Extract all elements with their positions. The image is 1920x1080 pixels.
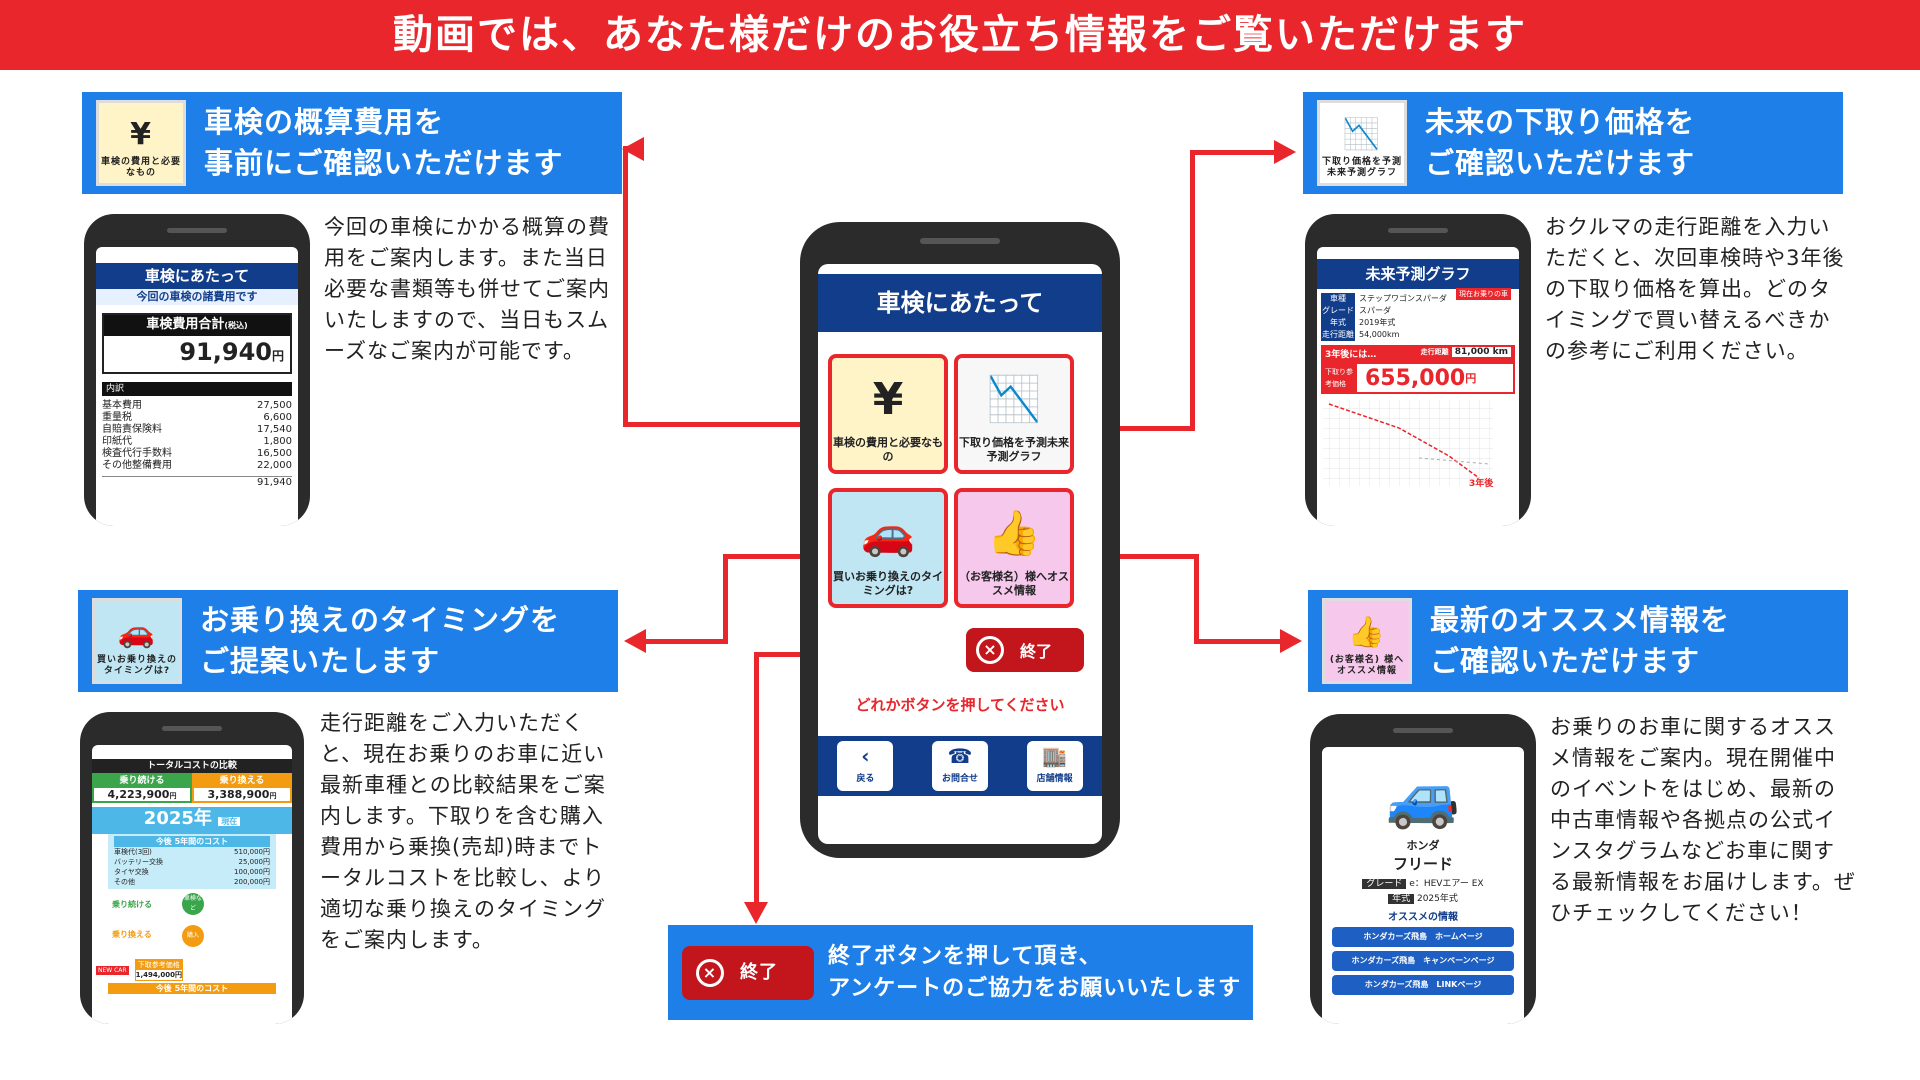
arrow-right: [1274, 140, 1296, 164]
cost-description: 今回の車検にかかる概算の費用をご案内します。また当日必要な書類等も併せてご案内い…: [324, 215, 610, 363]
tile-icon: 📉: [986, 374, 1042, 425]
recommend-links: ホンダカーズ飛島 ホームページホンダカーズ飛島 キャンペーンページホンダカーズ飛…: [1322, 927, 1524, 995]
total-value: 91,940: [179, 338, 272, 366]
recommend-link[interactable]: ホンダカーズ飛島 LINKページ: [1332, 975, 1514, 995]
tile-label: 下取り価格を予測未来予測グラフ: [959, 436, 1069, 463]
cost-icon: ¥車検の費用と必要なもの: [96, 100, 186, 186]
menu-tile-2[interactable]: 📉 下取り価格を予測未来予測グラフ: [954, 354, 1074, 474]
tile-icon: 🚗: [860, 508, 916, 559]
phone-notch: [1388, 228, 1448, 233]
connector-line: [1194, 639, 1282, 644]
nav-icon: 🏬: [1042, 744, 1068, 768]
connector-line: [646, 639, 728, 644]
phone-notch: [920, 238, 1000, 244]
timing-description: 走行距離をご入力いただくと、現在お乗りのお車に近い最新車種との比較結果をご案内し…: [320, 711, 606, 952]
spec-row: 車種ステップワゴンスパーダ: [1321, 293, 1515, 305]
connector-line: [1190, 150, 1195, 431]
screen-sub: 今回の車検の諸費用です: [96, 289, 298, 305]
connector-line: [1094, 554, 1198, 559]
arrow-left: [622, 137, 644, 161]
end-button-sample: ×終了: [682, 945, 814, 1000]
tile-icon: 👍: [986, 508, 1042, 559]
cost-row: 車検代(3回)510,000円: [114, 848, 270, 856]
tile-label: 車検の費用と必要なもの: [833, 436, 943, 463]
arrow-right: [1280, 629, 1302, 653]
recommend-link[interactable]: ホンダカーズ飛島 ホームページ: [1332, 927, 1514, 947]
nav-button-3[interactable]: 🏬店舗情報: [1026, 741, 1083, 791]
section-tradein-header: 📉下取り価格を予測未来予測グラフ 未来の下取り価格をご確認いただけます: [1303, 92, 1843, 194]
tile-label: （お客様名）様へオススメ情報: [959, 570, 1069, 597]
menu-tile-4[interactable]: 👍 （お客様名）様へオススメ情報: [954, 488, 1074, 608]
tile-icon: ¥: [872, 374, 904, 425]
badge: 現在お乗りの車: [1456, 288, 1511, 300]
forecast-graph: 3年後: [1323, 400, 1494, 488]
recommend-description: お乗りのお車に関するオススメ情報をご案内。現在開催中のイベントをはじめ、最新の中…: [1550, 715, 1856, 925]
connector-line: [623, 146, 628, 426]
nav-icon: ☎: [947, 744, 973, 768]
nav-button-1[interactable]: ‹戻る: [837, 741, 894, 791]
close-icon: ×: [976, 636, 1004, 664]
phone-cost-screen: 車検にあたって 今回の車検の諸費用です 車検費用合計(税込) 91,940円 内…: [84, 214, 310, 526]
connector-line: [1094, 426, 1194, 431]
tile-label: 買いお乗り換えのタイミングは?: [833, 570, 943, 597]
nav-icon: ‹: [861, 744, 870, 768]
section-recommend-header: 👍(お客様名) 様へオススメ情報 最新のオススメ情報をご確認いただけます: [1308, 590, 1848, 692]
top-banner: 動画では、あなた様だけのお役立ち情報をご覧いただけます: [0, 0, 1920, 70]
connector-line: [723, 554, 835, 559]
close-icon: ×: [696, 958, 724, 987]
connector-line: [623, 422, 835, 427]
section-timing-header: 🚗買いお乗り換えのタイミングは? お乗り換えのタイミングをご提案いたします: [78, 590, 618, 692]
end-button[interactable]: ×終了: [966, 628, 1084, 672]
screen-header: 車検にあたって: [96, 263, 298, 289]
car-icon: 🚗買いお乗り換えのタイミングは?: [92, 598, 182, 684]
car-image: 🚙: [1385, 762, 1461, 832]
arrow-down: [744, 902, 768, 924]
section-cost-header: ¥車検の費用と必要なもの 車検の概算費用を事前にご確認いただけます: [82, 92, 622, 194]
arrow-left: [624, 629, 646, 653]
tradein-price: 655,000: [1365, 365, 1466, 391]
nav-button-2[interactable]: ☎お問合せ: [931, 741, 988, 791]
recommend-link[interactable]: ホンダカーズ飛島 キャンペーンページ: [1332, 951, 1514, 971]
tradein-description: おクルマの走行距離を入力いただくと、次回車検時や3年後の下取り価格を算出。どのタ…: [1545, 215, 1845, 363]
menu-tile-1[interactable]: ¥ 車検の費用と必要なもの: [828, 354, 948, 474]
marker-label: 3年後: [1469, 477, 1494, 488]
connector-line: [1190, 150, 1276, 155]
graph-icon: 📉下取り価格を予測未来予測グラフ: [1317, 100, 1407, 186]
connector-line: [1194, 554, 1199, 644]
phone-notch: [167, 228, 227, 233]
screen-header: 未来予測グラフ: [1317, 259, 1519, 289]
prompt-text: どれかボタンを押してください: [855, 696, 1065, 714]
phone-main-screen: 車検にあたって ¥ 車検の費用と必要なもの 📉 下取り価格を予測未来予測グラフ 🚗 買いお…: [800, 222, 1120, 858]
connector-line: [723, 554, 728, 643]
screen-header: 車検にあたって: [818, 274, 1102, 332]
total-box: 車検費用合計(税込) 91,940円: [102, 313, 292, 374]
menu-tile-3[interactable]: 🚗 買いお乗り換えのタイミングは?: [828, 488, 948, 608]
thumbs-up-icon: 👍(お客様名) 様へオススメ情報: [1322, 598, 1412, 684]
bottom-nav: ‹戻る ☎お問合せ 🏬店舗情報: [818, 736, 1102, 796]
phone-notch: [1393, 728, 1453, 733]
spec-row: グレードスパーダ: [1321, 305, 1391, 317]
end-notice: ×終了 終了ボタンを押して頂き、アンケートのご協力をお願いいたします: [668, 925, 1253, 1020]
phone-notch: [162, 726, 222, 731]
connector-line: [754, 652, 759, 907]
phone-recommend-screen: 🚙 ホンダ フリード グレード e：HEVエアー EX 年式 2025年式 オス…: [1310, 714, 1536, 1024]
